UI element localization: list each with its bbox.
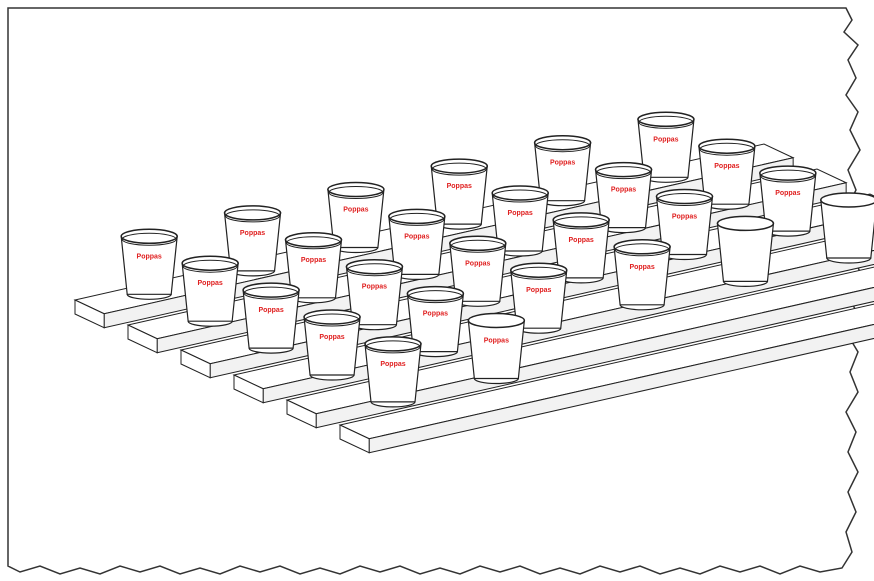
cup-label: Poppas: [258, 307, 283, 314]
cup-label: Poppas: [629, 264, 654, 271]
cup-label: Poppas: [447, 183, 472, 190]
cup-lid: [365, 337, 421, 351]
cup-rim: [717, 216, 773, 230]
cup-lid: [699, 139, 755, 153]
cup-lid: [182, 256, 238, 270]
cup-lid: [614, 240, 670, 254]
cup: [821, 193, 874, 263]
cup-lid: [286, 233, 342, 247]
cup-label: Poppas: [672, 214, 697, 221]
cup-label: Poppas: [714, 163, 739, 170]
cup-label: Poppas: [526, 287, 551, 294]
cup-label: Poppas: [508, 210, 533, 217]
cup: Poppas: [365, 337, 421, 407]
cup-label: Poppas: [343, 207, 368, 214]
cup-lid: [638, 112, 694, 126]
cup-lid: [407, 287, 463, 301]
cup-label: Poppas: [653, 136, 678, 143]
cup-lid: [121, 229, 177, 243]
cup: Poppas: [304, 310, 360, 380]
cup-lid: [596, 163, 652, 177]
cup-lid: [431, 159, 487, 173]
cup-rim: [821, 193, 874, 207]
cup-label: Poppas: [319, 334, 344, 341]
cup-lid: [304, 310, 360, 324]
cup-label: Poppas: [362, 284, 387, 291]
cup-label: Poppas: [484, 338, 509, 345]
cup-lid: [225, 206, 281, 220]
cup-label: Poppas: [198, 280, 223, 287]
cup-lid: [492, 186, 548, 200]
cup-lid: [389, 209, 445, 223]
cup: Poppas: [182, 256, 238, 326]
cup-lid: [328, 183, 384, 197]
cup-label: Poppas: [380, 361, 405, 368]
cup-lid: [553, 213, 609, 227]
cup-label: Poppas: [611, 187, 636, 194]
cup-lid: [346, 260, 402, 274]
cup-label: Poppas: [301, 257, 326, 264]
cup-body: [468, 321, 524, 379]
cup-label: Poppas: [404, 233, 429, 240]
cup-label: Poppas: [550, 160, 575, 167]
cup: Poppas: [614, 240, 670, 310]
cup-lid: [535, 136, 591, 150]
cup: Poppas: [468, 314, 524, 384]
cup-label: Poppas: [569, 237, 594, 244]
cup-rim: [468, 314, 524, 328]
cup-label: Poppas: [465, 260, 490, 267]
cup-lid: [243, 283, 299, 297]
cup-label: Poppas: [137, 253, 162, 260]
cup-lid: [450, 236, 506, 250]
cup-label: Poppas: [423, 311, 448, 318]
cup-label: Poppas: [240, 230, 265, 237]
cup-lid: [511, 263, 567, 277]
cup-lid: [657, 190, 713, 204]
cup-label: Poppas: [775, 190, 800, 197]
cup-body: [821, 200, 874, 258]
cup-lid: [760, 166, 816, 180]
cup: Poppas: [121, 229, 177, 299]
cup: Poppas: [243, 283, 299, 353]
cup-body: [717, 223, 773, 281]
cup: [717, 216, 773, 286]
